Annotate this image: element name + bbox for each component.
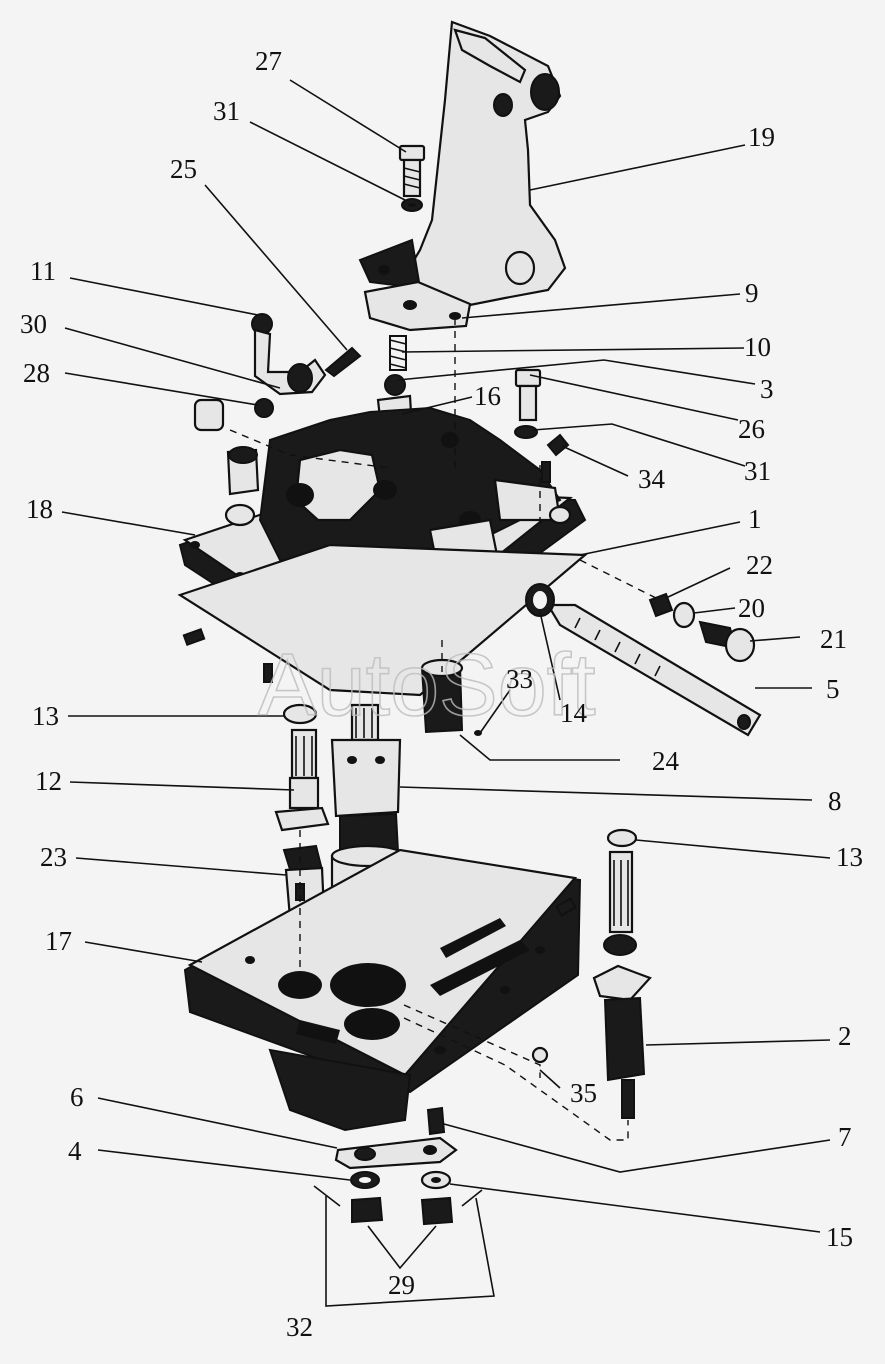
callout-32: 32	[286, 1312, 313, 1342]
nut-part-28	[254, 398, 274, 418]
cotter-pin-part-32-left	[313, 1185, 341, 1207]
callout-20: 20	[738, 593, 765, 623]
nut-part-29-left	[351, 1196, 384, 1224]
screw-part-25	[324, 346, 362, 378]
callout-29: 29	[388, 1270, 415, 1300]
gasket-part-9	[363, 280, 472, 332]
callout-21: 21	[820, 624, 847, 654]
callout-33: 33	[506, 664, 533, 694]
callout-16: 16	[474, 381, 501, 411]
callout-14: 14	[560, 698, 588, 728]
callout-30: 30	[20, 309, 47, 339]
cotter-pin-part-32-right	[461, 1189, 483, 1207]
shaft-part-12	[274, 728, 330, 832]
callout-26: 26	[738, 414, 765, 444]
fitting-part-21	[698, 620, 756, 663]
callout-34: 34	[638, 464, 666, 494]
plug-part-35	[531, 1046, 549, 1064]
callout-1: 1	[748, 504, 762, 534]
callout-28: 28	[23, 358, 50, 388]
callout-31-top: 31	[213, 96, 240, 126]
pin-part-34	[546, 433, 570, 457]
callout-4: 4	[68, 1136, 82, 1166]
callout-2: 2	[838, 1021, 852, 1051]
callout-5: 5	[826, 674, 840, 704]
callout-13-right: 13	[836, 842, 863, 872]
callout-15: 15	[826, 1222, 853, 1252]
plate-part-6	[334, 1136, 458, 1170]
washer-part-20	[672, 601, 696, 629]
lower-plate-part-17	[183, 848, 582, 1132]
callout-8: 8	[828, 786, 842, 816]
leader-lines	[61, 79, 831, 1307]
callout-9: 9	[745, 278, 759, 308]
callout-25: 25	[170, 154, 197, 184]
callout-labels: 27 31 25 19 11 30 28 9 10 3 16 26 31 34 …	[20, 46, 863, 1342]
callout-6: 6	[70, 1082, 84, 1112]
callout-31-mid: 31	[744, 456, 771, 486]
callout-27: 27	[255, 46, 282, 76]
callout-11: 11	[30, 256, 56, 286]
bolt-part-26	[514, 368, 542, 439]
callout-35: 35	[570, 1078, 597, 1108]
callout-12: 12	[35, 766, 62, 796]
callout-7: 7	[838, 1122, 852, 1152]
bracket-part-19	[358, 20, 567, 307]
valve-part-23	[282, 844, 326, 920]
rack-part-5	[546, 603, 762, 737]
nut-part-29-right	[420, 1196, 454, 1226]
callout-24: 24	[652, 746, 680, 776]
oring-part-13-right	[606, 828, 638, 848]
ball-part-3	[384, 374, 406, 396]
spring-part-10	[389, 335, 407, 371]
bushing-part	[193, 398, 225, 432]
watermark: AutoSoft	[258, 635, 596, 734]
alignment-lines	[229, 318, 661, 1141]
callout-10: 10	[744, 332, 771, 362]
callout-3: 3	[760, 374, 774, 404]
oring-part-13-left	[282, 703, 318, 725]
callout-19: 19	[748, 122, 775, 152]
callout-23: 23	[40, 842, 67, 872]
gasket-part-1	[177, 543, 588, 697]
plug-part-22	[648, 592, 674, 618]
callout-17: 17	[45, 926, 72, 956]
callout-13-left: 13	[32, 701, 59, 731]
valve-part-2	[592, 850, 652, 1119]
callout-18: 18	[26, 494, 53, 524]
parts-drawing	[177, 20, 762, 1226]
callout-22: 22	[746, 550, 773, 580]
lever-part-11	[251, 313, 327, 396]
screw-part-7	[426, 1106, 446, 1136]
bolt-part-27	[398, 144, 426, 212]
